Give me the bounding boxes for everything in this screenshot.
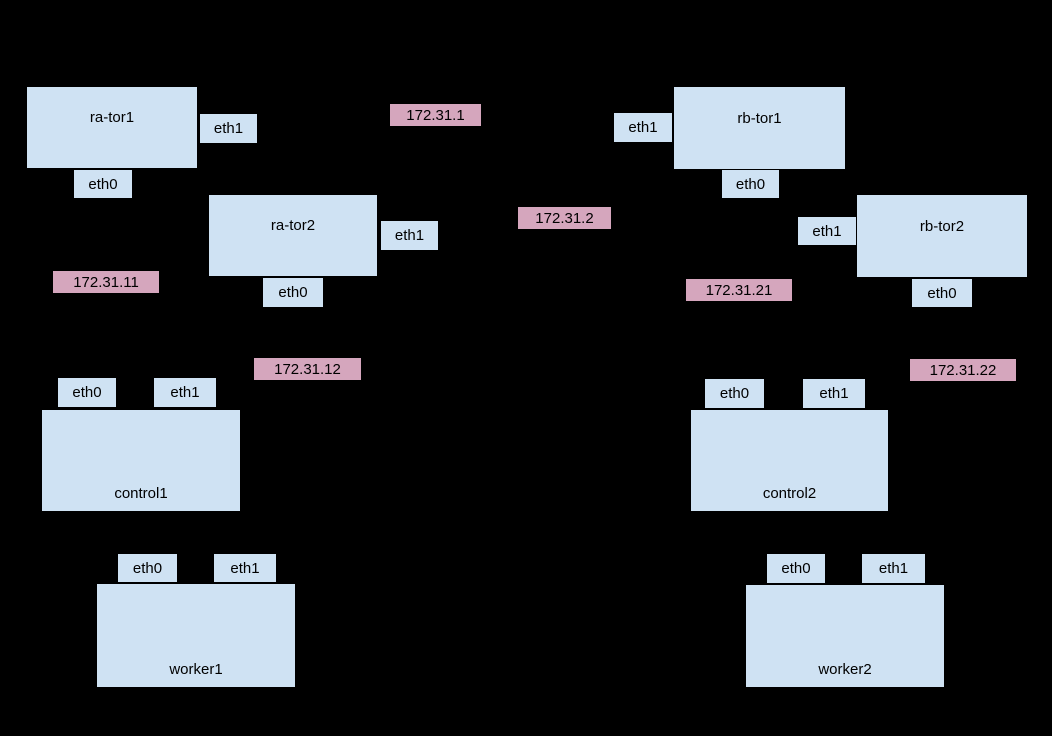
node-ra-tor1: ra-tor1	[26, 86, 198, 169]
node-worker2: worker2	[745, 584, 945, 688]
port-label: eth1	[812, 222, 842, 240]
port-ra-tor2-eth0: eth0	[262, 277, 324, 308]
port-label: eth0	[278, 284, 308, 301]
port-label: eth0	[88, 175, 118, 193]
port-rb-tor2-eth1: eth1	[797, 216, 857, 246]
node-ra-tor2: ra-tor2	[208, 194, 378, 277]
node-rb-tor1: rb-tor1	[673, 86, 846, 170]
node-label-rb-tor2: rb-tor2	[919, 217, 965, 235]
port-rb-tor1-eth0: eth0	[721, 169, 780, 199]
node-label-worker2: worker2	[818, 661, 872, 678]
ip-text: 172.31.12	[274, 360, 341, 378]
port-label: eth0	[72, 384, 102, 401]
port-ra-tor2-eth1: eth1	[380, 220, 439, 251]
ip-label-172-31-22: 172.31.22	[910, 359, 1016, 381]
ip-label-172-31-11: 172.31.11	[53, 271, 159, 293]
port-ra-tor1-eth0: eth0	[73, 169, 133, 199]
port-worker2-eth1: eth1	[861, 553, 926, 584]
ip-text: 172.31.21	[705, 281, 773, 299]
ip-label-172-31-21: 172.31.21	[686, 279, 792, 301]
port-label: eth1	[878, 560, 909, 577]
port-label: eth0	[719, 385, 750, 402]
ip-label-172-31-12: 172.31.12	[254, 358, 361, 380]
node-label-rb-tor1: rb-tor1	[737, 109, 782, 127]
node-label-control1: control1	[114, 485, 168, 502]
ip-text: 172.31.11	[73, 273, 139, 291]
ip-label-172-31-2: 172.31.2	[518, 207, 611, 229]
port-worker1-eth1: eth1	[213, 553, 277, 583]
port-label: eth1	[394, 227, 425, 244]
node-label-control2: control2	[762, 485, 817, 502]
port-worker2-eth0: eth0	[766, 553, 826, 584]
port-worker1-eth0: eth0	[117, 553, 178, 583]
node-rb-tor2: rb-tor2	[856, 194, 1028, 278]
node-control1: control1	[41, 409, 241, 512]
port-control1-eth0: eth0	[57, 377, 117, 408]
node-label-ra-tor2: ra-tor2	[270, 217, 316, 234]
port-label: eth1	[628, 119, 658, 136]
port-control2-eth0: eth0	[704, 378, 765, 409]
port-rb-tor1-eth1: eth1	[613, 112, 673, 143]
ip-label-172-31-1: 172.31.1	[390, 104, 481, 126]
port-label: eth0	[132, 559, 163, 577]
ip-text: 172.31.1	[406, 106, 465, 124]
port-label: eth1	[170, 384, 200, 401]
ip-text: 172.31.2	[535, 209, 594, 227]
port-label: eth1	[230, 559, 260, 577]
node-label-worker1: worker1	[169, 661, 223, 678]
port-ra-tor1-eth1: eth1	[199, 113, 258, 144]
port-label: eth1	[213, 120, 244, 137]
port-rb-tor2-eth0: eth0	[911, 278, 973, 308]
port-control1-eth1: eth1	[153, 377, 217, 408]
port-label: eth0	[927, 284, 957, 302]
port-control2-eth1: eth1	[802, 378, 866, 409]
port-label: eth1	[819, 385, 849, 402]
node-label-ra-tor1: ra-tor1	[89, 109, 135, 126]
node-control2: control2	[690, 409, 889, 512]
ip-text: 172.31.22	[929, 361, 997, 379]
port-label: eth0	[735, 175, 766, 193]
node-worker1: worker1	[96, 583, 296, 688]
port-label: eth0	[781, 560, 811, 577]
